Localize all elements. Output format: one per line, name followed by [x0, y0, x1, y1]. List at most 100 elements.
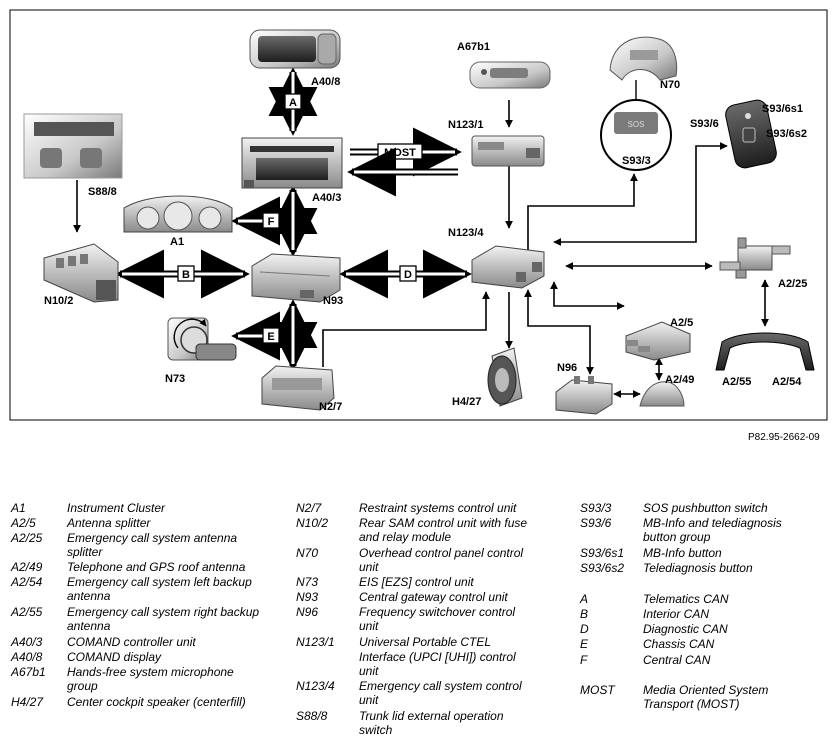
sos-text: SOS: [628, 120, 645, 129]
center-speaker-image: [487, 347, 523, 407]
bus-label-e: E: [267, 331, 274, 343]
legend-description: Diagnostic CAN: [643, 622, 728, 636]
legend-code: A2/55: [11, 605, 43, 619]
legend-code: N123/1: [296, 635, 335, 649]
can-bus-f: F: [231, 185, 318, 257]
legend-description: Telematics CAN: [643, 592, 729, 606]
figure-reference-code: P82.95-2662-09: [748, 432, 820, 443]
legend-description: Emergency call system left backup antenn…: [67, 575, 252, 603]
label-n70: N70: [660, 79, 680, 91]
bus-label-a: A: [289, 97, 297, 109]
label-a40-3: A40/3: [312, 192, 341, 204]
signal-wires: [73, 100, 769, 398]
rear-sam-image: [43, 243, 119, 303]
label-a2-49: A2/49: [665, 374, 694, 386]
instrument-cluster-image: [123, 195, 233, 233]
legend-code: S93/6s1: [580, 546, 625, 560]
legend-description: SOS pushbutton switch: [643, 501, 768, 515]
bus-label-most: MOST: [384, 147, 416, 159]
button-group-image: [725, 99, 777, 169]
label-a1: A1: [170, 236, 184, 248]
legend-description: Overhead control panel control unit: [359, 546, 524, 574]
legend-code: A2/49: [11, 560, 43, 574]
legend-description: Universal Portable CTEL: [359, 635, 492, 649]
label-s93-3: S93/3: [622, 155, 651, 167]
legend-code: N70: [296, 546, 319, 560]
legend-description: Hands-free system microphone group: [67, 665, 234, 693]
label-h4-27: H4/27: [452, 396, 481, 408]
legend-description: Emergency call system antenna splitter: [67, 531, 238, 559]
legend-code: A40/8: [11, 650, 43, 664]
label-s93-6: S93/6: [690, 118, 719, 130]
label-a2-5: A2/5: [670, 317, 693, 329]
label-n123-1: N123/1: [448, 119, 483, 131]
emergency-call-unit-image: [471, 245, 545, 289]
label-n123-4: N123/4: [448, 227, 484, 239]
label-s93-6s2: S93/6s2: [766, 128, 807, 140]
ctel-interface-image: [471, 135, 545, 167]
microphone-group-image: [469, 61, 551, 89]
label-n96: N96: [557, 362, 577, 374]
legend-code: A: [580, 592, 589, 606]
legend-code: A2/54: [11, 575, 43, 589]
can-bus-b: B: [115, 249, 250, 299]
label-n93: N93: [323, 295, 343, 307]
legend-code: S93/3: [580, 501, 612, 515]
legend-description: Interior CAN: [643, 607, 710, 621]
legend-code: A67b1: [11, 665, 46, 679]
backup-antennas-image: [715, 332, 815, 371]
label-n2-7: N2/7: [319, 401, 342, 413]
label-s93-6s1: S93/6s1: [762, 103, 803, 115]
legend-code: N73: [296, 575, 319, 589]
legend-description: Trunk lid external operation switch: [359, 709, 504, 737]
eis-control-unit-image: [167, 317, 237, 361]
can-bus-d: D: [339, 249, 472, 299]
legend-code: A2/25: [11, 531, 43, 545]
label-a2-55: A2/55: [722, 376, 751, 388]
legend-description: Emergency call system right backup anten…: [67, 605, 260, 633]
legend-code: N123/4: [296, 679, 335, 693]
central-gateway-image: [251, 253, 341, 303]
legend-code: N10/2: [296, 516, 329, 530]
legend-description: Center cockpit speaker (centerfill): [67, 695, 246, 709]
overhead-panel-image: [609, 36, 678, 81]
legend-code: B: [580, 607, 589, 621]
label-a40-8: A40/8: [311, 76, 340, 88]
legend-code: S93/6s2: [580, 561, 625, 575]
legend-code: N96: [296, 605, 319, 619]
label-s88-8: S88/8: [88, 186, 117, 198]
legend-code: A2/5: [11, 516, 36, 530]
legend-description: Emergency call system control unit: [359, 679, 522, 707]
legend-description: Frequency switchover control unit: [359, 605, 516, 633]
can-bus-a: A: [268, 67, 318, 136]
legend-description: Central CAN: [643, 653, 711, 667]
label-a67b1: A67b1: [457, 41, 490, 53]
legend-description: MB-Info button: [643, 546, 722, 560]
restraint-unit-image: [261, 365, 335, 411]
roof-antenna-image: [639, 381, 685, 407]
wiring-diagram: A F B D E MOST: [9, 9, 828, 421]
legend-code: D: [580, 622, 589, 636]
legend-description: Instrument Cluster: [67, 501, 166, 515]
legend-description: EIS [EZS] control unit: [359, 575, 474, 589]
legend-description: MB-Info and telediagnosis button group: [643, 516, 782, 544]
component-labels: A40/8 A67b1 N70 N123/1 S93/6s1 S93/6 S93…: [44, 41, 807, 413]
bus-label-d: D: [404, 269, 412, 281]
legend-code: H4/27: [11, 695, 44, 709]
frequency-switchover-image: [555, 376, 613, 415]
legend-code: N2/7: [296, 501, 322, 515]
legend-description: COMAND controller unit: [67, 635, 196, 649]
can-bus-e: E: [231, 299, 318, 371]
most-bus: MOST: [347, 127, 462, 197]
legend-description: Telephone and GPS roof antenna: [67, 560, 246, 574]
legend-description: Rear SAM control unit with fuse and rela…: [359, 516, 528, 544]
antenna-splitter-image: [625, 321, 691, 361]
legend-code: A1: [11, 501, 26, 515]
legend-code: F: [580, 653, 588, 667]
legend-code: S88/8: [296, 709, 328, 723]
comand-display-image: [249, 29, 341, 69]
legend-description: Media Oriented System Transport (MOST): [643, 683, 769, 711]
